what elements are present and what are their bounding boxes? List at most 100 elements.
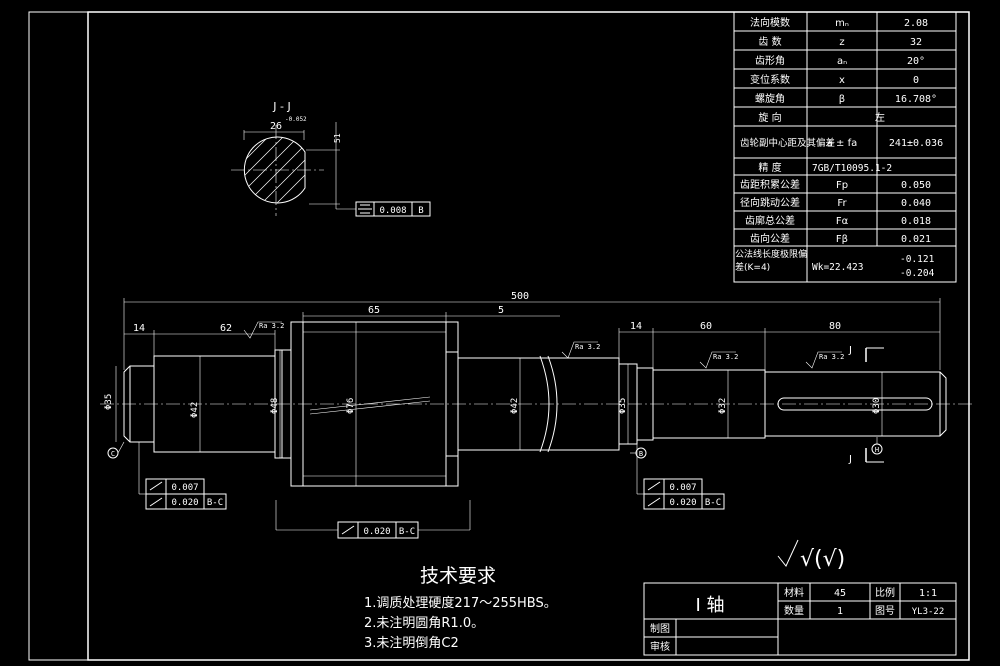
- param-symbol: Fp: [836, 180, 848, 191]
- section-title: J - J: [272, 100, 290, 113]
- roughness-icon: [805, 351, 842, 369]
- tolerance-frame-right: 0.007 0.020 B-C: [636, 444, 725, 510]
- technical-requirements: 技术要求 1.调质处理硬度217～255HBS。 2.未注明圆角R1.0。 3.…: [364, 565, 557, 651]
- dim-right-journal: 14: [630, 321, 642, 332]
- dim-d-shoulder: Φ48: [270, 398, 280, 414]
- datum-c-label: C: [111, 450, 115, 458]
- roughness-marks: Ra 3.2 Ra 3.2 Ra 3.2 Ra 3.2: [243, 321, 844, 369]
- datum-h-label: H: [875, 446, 879, 454]
- param-label: 齿轮副中心距及其偏差: [740, 137, 835, 149]
- param-symbol: z: [839, 37, 844, 48]
- dim-total-length: 500: [511, 291, 529, 302]
- tol-left-total: 0.020: [171, 498, 198, 508]
- param-value: 0.021: [901, 234, 931, 245]
- param-symbol: a ± fa: [827, 138, 858, 149]
- param-label: 齿形角: [755, 55, 785, 67]
- qty-label: 数量: [784, 604, 804, 617]
- runout-icon: [647, 481, 661, 491]
- cut-label-top: J: [848, 345, 852, 356]
- param-label: 变位系数: [750, 73, 790, 86]
- drawing-no-value: YL3-22: [912, 607, 945, 617]
- param-value: 7GB/T10095.1-2: [812, 163, 892, 174]
- param-symbol: aₙ: [837, 56, 847, 67]
- drawn-label: 制图: [650, 622, 670, 635]
- scale-label: 比例: [875, 586, 895, 599]
- param-symbol: Fβ: [836, 234, 848, 245]
- param-value: 2.08: [904, 18, 928, 29]
- material-value: 45: [834, 588, 846, 599]
- param-label: 法向模数: [750, 16, 790, 29]
- keyway: [777, 397, 933, 411]
- break-curve: [547, 355, 558, 453]
- symmetry-tol-datum: B: [418, 206, 423, 216]
- tol-center-datum: B-C: [399, 527, 415, 537]
- param-symbol: mₙ: [835, 18, 849, 29]
- param-value: 0.040: [901, 198, 931, 209]
- param-value: 16.708°: [895, 94, 937, 105]
- param-label: 齿 数: [758, 35, 781, 48]
- roughness-icon: [699, 351, 736, 369]
- roughness-icon: [561, 341, 598, 359]
- total-runout-icon: [647, 497, 661, 507]
- section-depth-dim: 51: [333, 133, 342, 143]
- part-name: I 轴: [695, 595, 724, 616]
- param-value: 0.050: [901, 180, 931, 191]
- dim-d-gear: Φ76: [346, 398, 356, 414]
- tol-right-total: 0.020: [669, 498, 696, 508]
- param-value: 32: [910, 37, 922, 48]
- general-roughness-mark: √(√): [800, 547, 845, 572]
- param-label: 径向跳动公差: [740, 196, 800, 209]
- material-label: 材料: [784, 586, 804, 599]
- section-width-tol: -0.052: [285, 116, 307, 123]
- param-symbol: Wk=22.423: [812, 262, 863, 273]
- gear-parameter-table: 法向模数 mₙ 2.08 齿 数 z 32 齿形角 aₙ 20° 变位系数 x …: [733, 11, 957, 283]
- cut-label-bottom: J: [848, 454, 852, 465]
- scale-value: 1:1: [919, 588, 937, 599]
- tech-req-item: 2.未注明圆角R1.0。: [364, 616, 484, 631]
- title-block: I 轴 材料 45 比例 1:1 数量 1 图号 YL3-22 制图 审核: [643, 582, 957, 656]
- middle-section: [457, 357, 620, 451]
- dim-left-journal: 62: [220, 323, 232, 334]
- param-value: 0: [913, 75, 919, 86]
- tol-left-datum: B-C: [207, 498, 223, 508]
- dim-left-end: 14: [133, 323, 145, 334]
- param-label: 公法线长度极限偏差(K=4): [735, 250, 808, 273]
- param-label: 精 度: [758, 161, 781, 174]
- inner-border: [87, 11, 970, 661]
- dim-right-shoulder: 60: [700, 321, 712, 332]
- dim-d-right-journal: Φ35: [618, 398, 628, 414]
- total-runout-icon: [149, 497, 163, 507]
- general-roughness: √(√): [777, 539, 845, 572]
- dimensions: 500 65 5 14 62 14 60 80: [104, 291, 941, 486]
- tech-req-title: 技术要求: [420, 565, 496, 587]
- tech-req-item: 1.调质处理硬度217～255HBS。: [364, 595, 557, 611]
- general-roughness-icon: [777, 539, 799, 567]
- dim-d-end: Φ30: [872, 398, 882, 414]
- dim-shaft-end: 80: [829, 321, 841, 332]
- symmetry-tol-value: 0.008: [379, 206, 406, 216]
- roughness-icon: [243, 321, 282, 339]
- dim-d-mid: Φ42: [510, 398, 520, 414]
- shaft-main-view: C B H J J: [100, 321, 972, 487]
- param-label-cell: 公法线长度极限偏差(K=4): [735, 250, 808, 273]
- helix-line: [309, 396, 431, 411]
- param-label: 螺旋角: [755, 92, 785, 105]
- tolerance-frame-left: 0.007 0.020 B-C: [138, 442, 227, 510]
- section-view-j-j: J - J 26 -0.052 51: [231, 100, 431, 217]
- param-symbol: Fα: [836, 216, 849, 227]
- dim-gap: 5: [498, 305, 504, 316]
- tol-left-runout: 0.007: [171, 483, 198, 493]
- param-value: 0.018: [901, 216, 931, 227]
- roughness-label: Ra 3.2: [819, 353, 844, 361]
- param-label: 齿距积累公差: [740, 178, 800, 191]
- roughness-label: Ra 3.2: [259, 322, 284, 330]
- datum-b-label: B: [639, 450, 643, 458]
- param-value-lower: -0.204: [900, 268, 935, 279]
- dim-d-left-body: Φ42: [190, 402, 200, 418]
- dim-d-right-body: Φ32: [718, 398, 728, 414]
- param-symbol: Fr: [837, 198, 847, 209]
- tol-center-total: 0.020: [363, 527, 390, 537]
- param-value: 左: [875, 111, 885, 124]
